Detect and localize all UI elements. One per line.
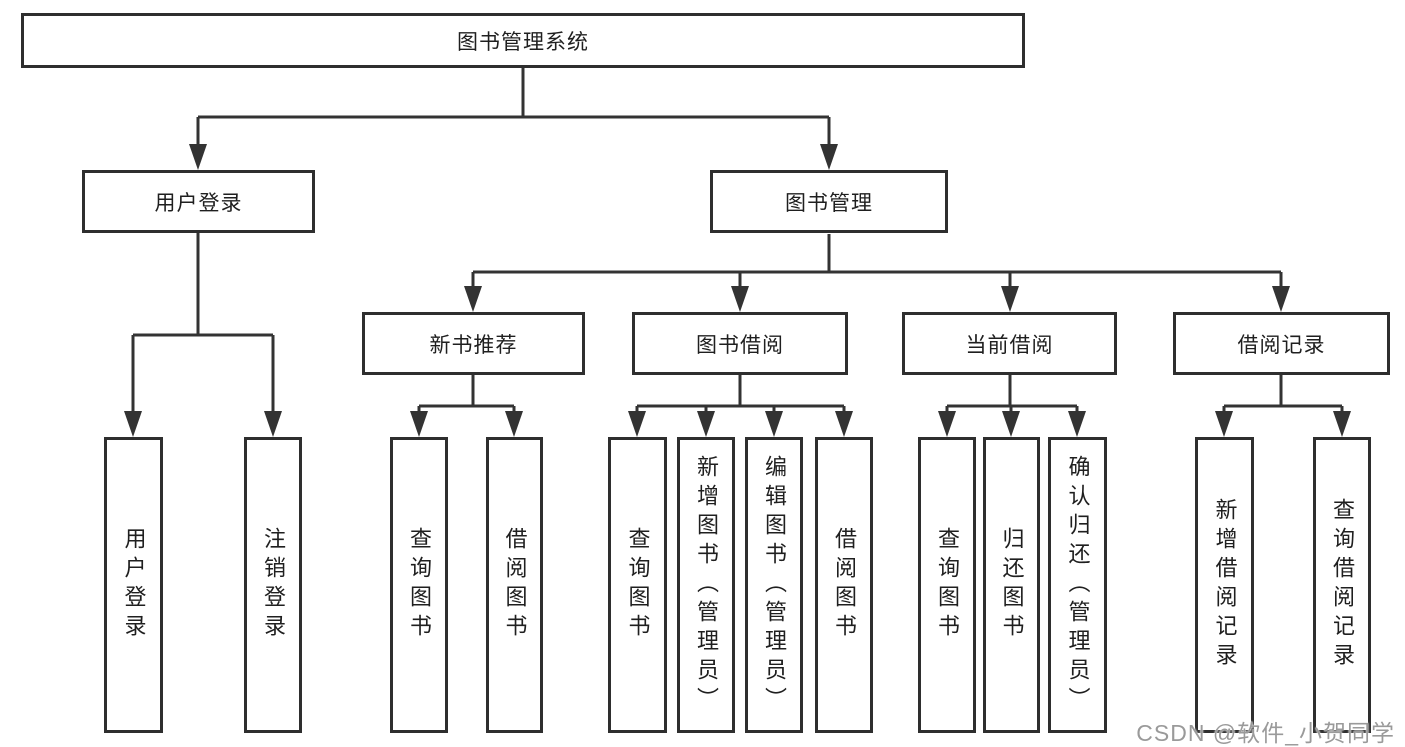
leaf-borrow-books-2-label: 借阅图书	[832, 527, 857, 643]
leaf-confirm-return-admin-label: 确认归还（管理员）	[1065, 454, 1091, 716]
leaf-return-books-label: 归还图书	[999, 527, 1025, 643]
leaf-confirm-return-admin: 确认归还（管理员）	[1048, 437, 1107, 733]
leaf-add-books-admin-label: 新增图书（管理员）	[694, 454, 719, 716]
leaf-query-books-1-label: 查询图书	[407, 527, 432, 643]
leaf-edit-books-admin-label: 编辑图书（管理员）	[762, 454, 787, 716]
arrowhead-icons	[124, 144, 1351, 437]
node-new-book-recommend-label: 新书推荐	[429, 333, 518, 357]
leaf-edit-books-admin: 编辑图书（管理员）	[745, 437, 803, 733]
leaf-logout-label: 注销登录	[261, 527, 286, 643]
node-book-management: 图书管理	[710, 170, 948, 233]
node-new-book-recommend: 新书推荐	[362, 312, 585, 375]
leaf-query-books-2: 查询图书	[608, 437, 667, 733]
node-book-borrow: 图书借阅	[632, 312, 848, 375]
leaf-query-books-2-label: 查询图书	[625, 527, 651, 643]
leaf-add-books-admin: 新增图书（管理员）	[677, 437, 735, 733]
leaf-return-books: 归还图书	[983, 437, 1040, 733]
leaf-add-borrow-record: 新增借阅记录	[1195, 437, 1254, 733]
node-root-label: 图书管理系统	[457, 30, 589, 54]
leaf-borrow-books-2: 借阅图书	[815, 437, 873, 733]
leaf-borrow-books-1: 借阅图书	[486, 437, 543, 733]
node-borrow-records-label: 借阅记录	[1237, 333, 1326, 357]
leaf-query-books-3-label: 查询图书	[935, 527, 960, 643]
csdn-watermark: CSDN @软件_小贺同学	[1136, 720, 1395, 746]
node-user-login-label: 用户登录	[154, 191, 243, 215]
node-user-login: 用户登录	[82, 170, 315, 233]
leaf-borrow-books-1-label: 借阅图书	[502, 527, 528, 643]
leaf-user-login: 用户登录	[104, 437, 163, 733]
node-root: 图书管理系统	[21, 13, 1025, 68]
leaf-add-borrow-record-label: 新增借阅记录	[1212, 498, 1238, 672]
node-book-management-label: 图书管理	[785, 191, 873, 215]
node-current-borrow-label: 当前借阅	[965, 333, 1054, 357]
node-current-borrow: 当前借阅	[902, 312, 1117, 375]
leaf-logout: 注销登录	[244, 437, 302, 733]
leaf-query-books-3: 查询图书	[918, 437, 976, 733]
leaf-query-borrow-record: 查询借阅记录	[1313, 437, 1371, 733]
leaf-query-borrow-record-label: 查询借阅记录	[1330, 498, 1355, 672]
node-borrow-records: 借阅记录	[1173, 312, 1390, 375]
node-book-borrow-label: 图书借阅	[696, 333, 784, 357]
leaf-user-login-label: 用户登录	[121, 527, 147, 643]
leaf-query-books-1: 查询图书	[390, 437, 448, 733]
